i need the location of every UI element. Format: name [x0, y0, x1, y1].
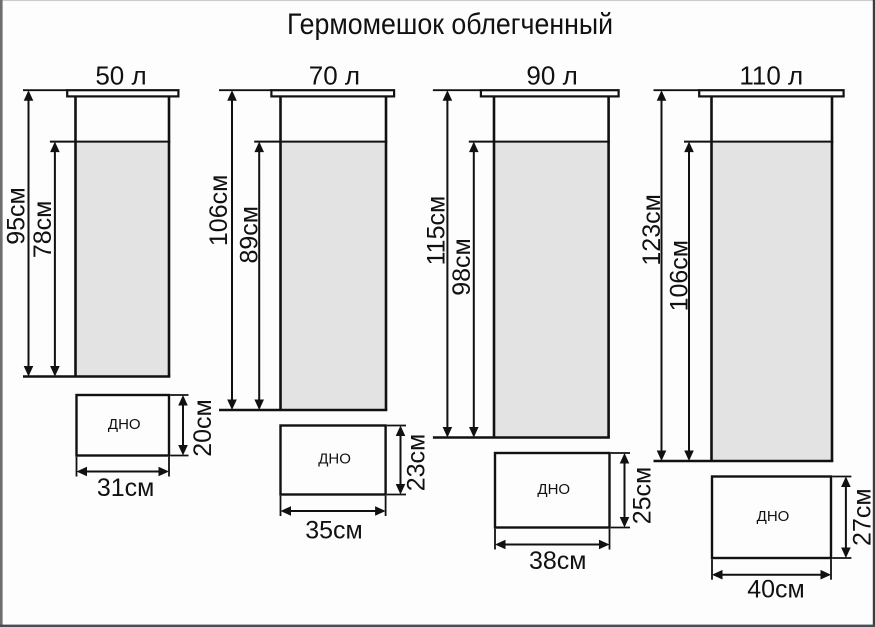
svg-text:20см: 20см — [189, 399, 217, 457]
svg-text:40см: 40см — [747, 575, 805, 603]
svg-text:Гермомешок облегченный: Гермомешок облегченный — [287, 8, 613, 41]
svg-text:38см: 38см — [529, 547, 587, 575]
svg-text:98см: 98см — [448, 238, 476, 296]
svg-text:ДНО: ДНО — [318, 451, 351, 468]
svg-text:27см: 27см — [848, 488, 875, 546]
svg-text:ДНО: ДНО — [108, 416, 141, 433]
svg-text:70 л: 70 л — [309, 60, 360, 90]
svg-text:78см: 78см — [29, 201, 57, 259]
svg-text:31см: 31см — [97, 474, 155, 502]
svg-text:25см: 25см — [629, 467, 657, 525]
svg-text:ДНО: ДНО — [757, 508, 790, 525]
svg-text:ДНО: ДНО — [537, 481, 570, 498]
svg-text:110 л: 110 л — [739, 60, 803, 90]
svg-text:89см: 89см — [235, 206, 263, 263]
svg-text:106см: 106см — [205, 175, 233, 246]
svg-text:35см: 35см — [305, 517, 363, 545]
svg-text:90 л: 90 л — [526, 60, 577, 90]
svg-text:50 л: 50 л — [95, 60, 146, 90]
svg-text:123см: 123см — [638, 194, 666, 265]
svg-text:115см: 115см — [423, 196, 451, 266]
svg-text:23см: 23см — [403, 434, 431, 492]
svg-text:95см: 95см — [2, 187, 30, 245]
svg-text:106см: 106см — [666, 240, 694, 311]
